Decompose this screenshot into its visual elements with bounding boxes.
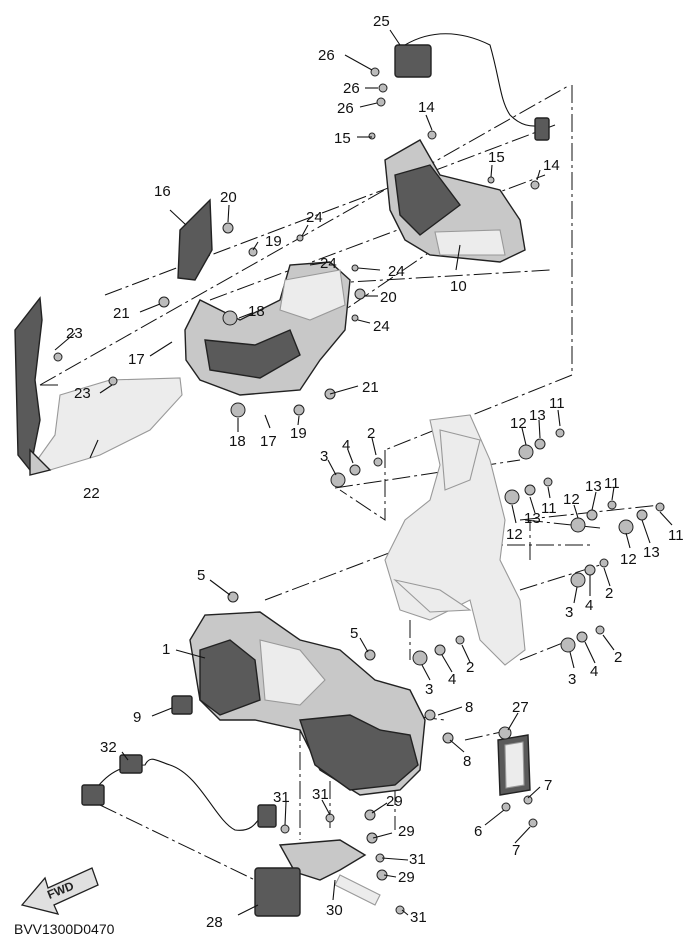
callout-31: 31 [410, 909, 427, 926]
callout-26: 26 [343, 80, 360, 97]
callout-24: 24 [306, 209, 323, 226]
callout-16: 16 [154, 183, 171, 200]
callout-7: 7 [544, 777, 552, 794]
inner-panel-assembly [177, 198, 351, 396]
callout-13: 13 [585, 478, 602, 495]
callout-22: 22 [83, 485, 100, 502]
callout-30: 30 [326, 902, 343, 919]
callout-10: 10 [450, 278, 467, 295]
callout-3: 3 [320, 448, 328, 465]
callout-8: 8 [463, 753, 471, 770]
callout-4: 4 [585, 597, 593, 614]
callout-4: 4 [448, 671, 456, 688]
callout-20: 20 [380, 289, 397, 306]
callout-15: 15 [488, 149, 505, 166]
callout-19: 19 [265, 233, 282, 250]
callout-24: 24 [388, 263, 405, 280]
callout-14: 14 [418, 99, 435, 116]
callout-2: 2 [367, 425, 375, 442]
callout-21: 21 [362, 379, 379, 396]
part-9 [171, 695, 193, 715]
frame-stay [384, 414, 526, 666]
wiring-harness [81, 754, 277, 831]
fasteners [53, 67, 665, 915]
callout-19: 19 [290, 425, 307, 442]
headlight-unit [384, 139, 526, 263]
callout-4: 4 [590, 663, 598, 680]
main-cowling-body [189, 611, 426, 796]
callout-24: 24 [320, 255, 337, 272]
callout-32: 32 [100, 739, 117, 756]
callout-5: 5 [197, 567, 205, 584]
callout-20: 20 [220, 189, 237, 206]
callout-28: 28 [206, 914, 223, 931]
callout-2: 2 [614, 649, 622, 666]
callout-26: 26 [318, 47, 335, 64]
callout-14: 14 [543, 157, 560, 174]
callout-31: 31 [312, 786, 329, 803]
callout-13: 13 [643, 544, 660, 561]
callout-6: 6 [474, 823, 482, 840]
callout-25: 25 [373, 13, 390, 30]
callout-3: 3 [565, 604, 573, 621]
side-cover [14, 296, 183, 476]
callout-13: 13 [524, 510, 541, 527]
callout-29: 29 [398, 823, 415, 840]
callout-23: 23 [74, 385, 91, 402]
callout-29: 29 [398, 869, 415, 886]
callout-15: 15 [334, 130, 351, 147]
callout-23: 23 [66, 325, 83, 342]
callout-18: 18 [248, 303, 265, 320]
callout-11: 11 [668, 527, 684, 544]
callout-12: 12 [563, 491, 580, 508]
callout-17: 17 [128, 351, 145, 368]
callout-31: 31 [409, 851, 426, 868]
callout-4: 4 [342, 437, 350, 454]
callout-7: 7 [512, 842, 520, 859]
callout-12: 12 [620, 551, 637, 568]
callout-11: 11 [541, 500, 557, 517]
callout-2: 2 [466, 659, 474, 676]
callout-27: 27 [512, 699, 529, 716]
lower-bracket [254, 839, 381, 917]
callout-12: 12 [506, 526, 523, 543]
callout-1: 1 [162, 641, 170, 658]
callout-11: 11 [549, 395, 565, 412]
callout-21: 21 [113, 305, 130, 322]
callout-24: 24 [373, 318, 390, 335]
callout-17: 17 [260, 433, 277, 450]
diagram-code: BVV1300D0470 [14, 921, 115, 937]
side-bracket [497, 734, 531, 796]
fwd-arrow-icon: FWD [20, 867, 99, 915]
callout-31: 31 [273, 789, 290, 806]
callout-3: 3 [568, 671, 576, 688]
callout-5: 5 [350, 625, 358, 642]
callout-11: 11 [604, 475, 620, 492]
callout-9: 9 [133, 709, 141, 726]
callout-labels: 25 26 26 26 14 15 15 14 10 16 20 24 19 2… [66, 13, 684, 931]
callout-3: 3 [425, 681, 433, 698]
headlight-harness [394, 33, 550, 141]
callout-8: 8 [465, 699, 473, 716]
callout-2: 2 [605, 585, 613, 602]
callout-13: 13 [529, 407, 546, 424]
callout-26: 26 [337, 100, 354, 117]
callout-29: 29 [386, 793, 403, 810]
callout-18: 18 [229, 433, 246, 450]
leader-lines [54, 29, 673, 916]
callout-12: 12 [510, 415, 527, 432]
